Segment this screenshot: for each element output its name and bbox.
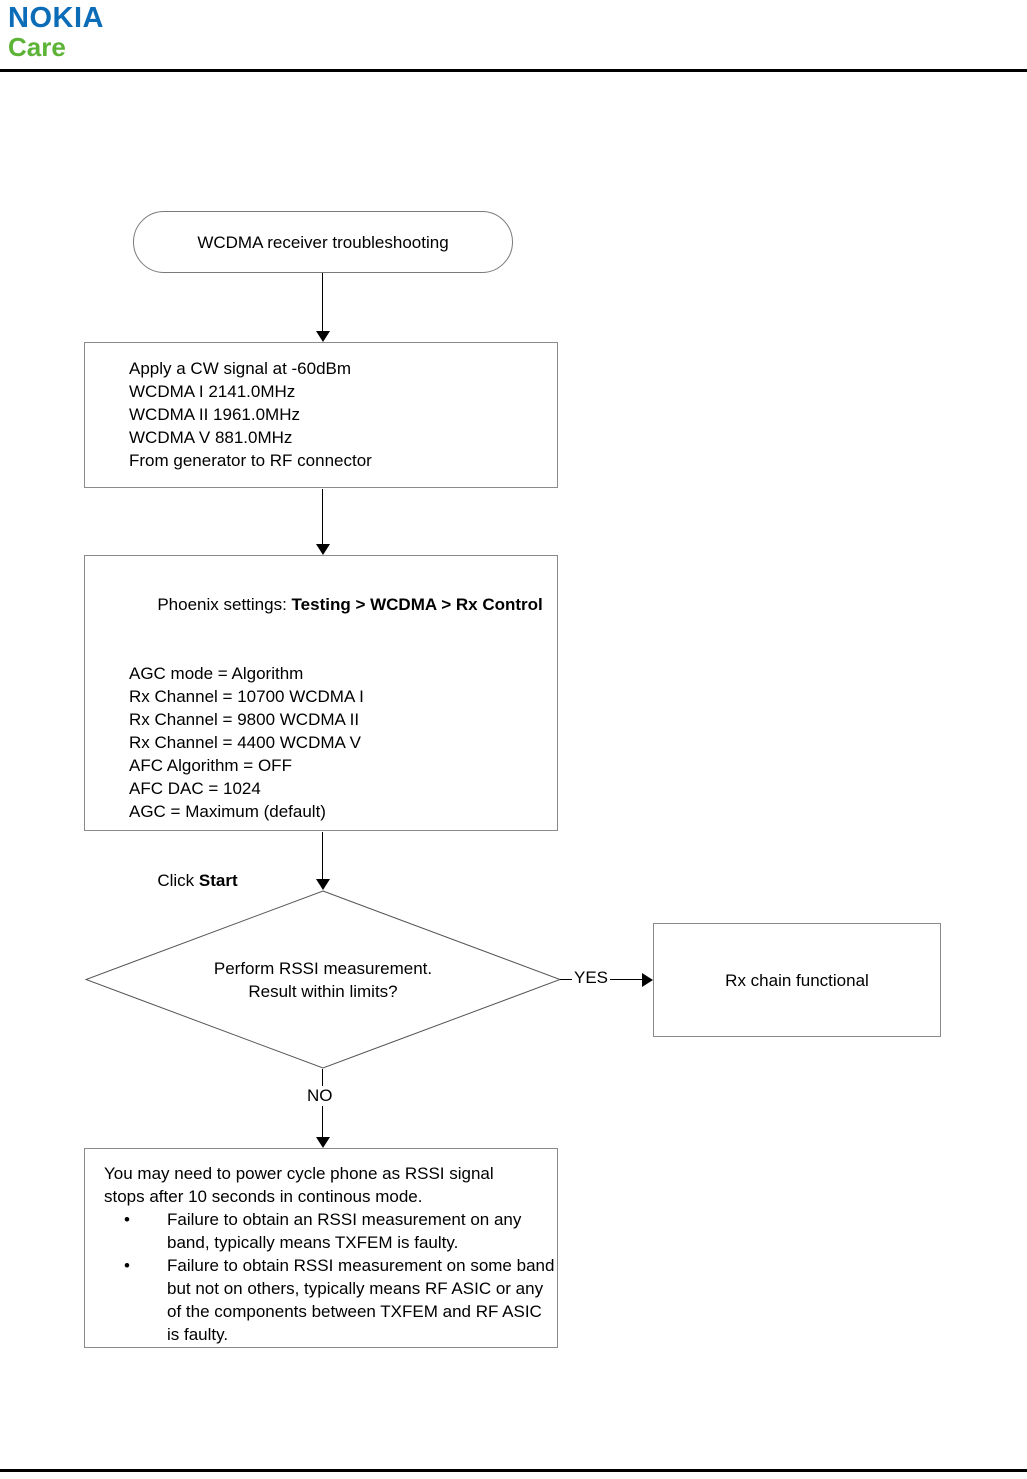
failure-bullet-1-text: Failure to obtain an RSSI measurement on… — [167, 1210, 522, 1252]
list-item: • Failure to obtain an RSSI measurement … — [104, 1208, 557, 1254]
arrowhead-to-failure-notes — [316, 1137, 330, 1148]
phoenix-heading-path: Testing > WCDMA > Rx Control — [291, 595, 543, 614]
nokia-care-logo: NOKIA Care — [8, 2, 158, 61]
phoenix-heading-prefix: Phoenix settings: — [157, 595, 292, 614]
phoenix-setting-3: Rx Channel = 9800 WCDMA II — [129, 710, 360, 729]
header-divider — [0, 69, 1027, 72]
connector-apply-to-phoenix — [322, 489, 323, 544]
connector-start-to-apply — [322, 273, 323, 331]
failure-intro-line-1: You may need to power cycle phone as RSS… — [104, 1164, 494, 1183]
flow-node-apply-signal: Apply a CW signal at -60dBm WCDMA I 2141… — [84, 342, 558, 488]
apply-signal-line-2: WCDMA I 2141.0MHz — [129, 382, 296, 401]
logo-care-text: Care — [8, 32, 66, 62]
arrowhead-to-phoenix — [316, 544, 330, 555]
decision-line-2: Result within limits? — [248, 981, 398, 1001]
flow-node-start: WCDMA receiver troubleshooting — [133, 211, 513, 273]
arrowhead-to-decision — [316, 879, 330, 890]
phoenix-action-prefix: Click — [157, 871, 199, 890]
flow-node-phoenix-settings: Phoenix settings: Testing > WCDMA > Rx C… — [84, 555, 558, 890]
phoenix-setting-5: AFC Algorithm = OFF — [129, 756, 292, 775]
list-item: • Failure to obtain RSSI measurement on … — [104, 1254, 557, 1346]
flow-node-start-label: WCDMA receiver troubleshooting — [197, 232, 449, 252]
apply-signal-line-1: Apply a CW signal at -60dBm — [129, 359, 352, 378]
phoenix-action: Click Start — [129, 846, 557, 915]
bullet-icon: • — [124, 1256, 130, 1275]
connector-phoenix-to-decision — [322, 832, 323, 879]
footer-divider — [0, 1469, 1027, 1472]
phoenix-setting-1: AGC mode = Algorithm — [129, 664, 304, 683]
flow-node-rx-functional: Rx chain functional — [653, 923, 941, 1037]
logo-nokia-text: NOKIA — [8, 2, 104, 34]
edge-label-yes: YES — [572, 968, 611, 988]
phoenix-action-bold: Start — [198, 871, 238, 890]
failure-bullet-2-text: Failure to obtain RSSI measurement on so… — [167, 1256, 555, 1344]
apply-signal-line-4: WCDMA V 881.0MHz — [129, 428, 293, 447]
diamond-shape — [85, 890, 561, 1069]
decision-line-1: Perform RSSI measurement. — [213, 958, 433, 978]
flow-node-decision: Perform RSSI measurement. Result within … — [85, 890, 561, 1069]
failure-intro-line-2: stops after 10 seconds in continous mode… — [104, 1187, 423, 1206]
phoenix-setting-2: Rx Channel = 10700 WCDMA I — [129, 687, 364, 706]
flow-node-failure-notes: You may need to power cycle phone as RSS… — [84, 1148, 558, 1348]
phoenix-spacer-2 — [129, 823, 557, 846]
arrowhead-to-rx-functional — [642, 973, 653, 987]
decision-label: Perform RSSI measurement. Result within … — [85, 890, 561, 1069]
phoenix-setting-7: AGC = Maximum (default) — [129, 802, 326, 821]
arrowhead-to-apply — [316, 331, 330, 342]
bullet-icon: • — [124, 1210, 130, 1229]
phoenix-spacer-1 — [129, 639, 557, 662]
apply-signal-line-3: WCDMA II 1961.0MHz — [129, 405, 300, 424]
edge-label-no: NO — [305, 1086, 335, 1106]
phoenix-setting-4: Rx Channel = 4400 WCDMA V — [129, 733, 361, 752]
failure-bullet-list: • Failure to obtain an RSSI measurement … — [104, 1208, 557, 1346]
apply-signal-line-5: From generator to RF connector — [129, 451, 372, 470]
rx-functional-label: Rx chain functional — [725, 970, 869, 990]
phoenix-heading: Phoenix settings: Testing > WCDMA > Rx C… — [129, 570, 557, 639]
phoenix-setting-6: AFC DAC = 1024 — [129, 779, 261, 798]
